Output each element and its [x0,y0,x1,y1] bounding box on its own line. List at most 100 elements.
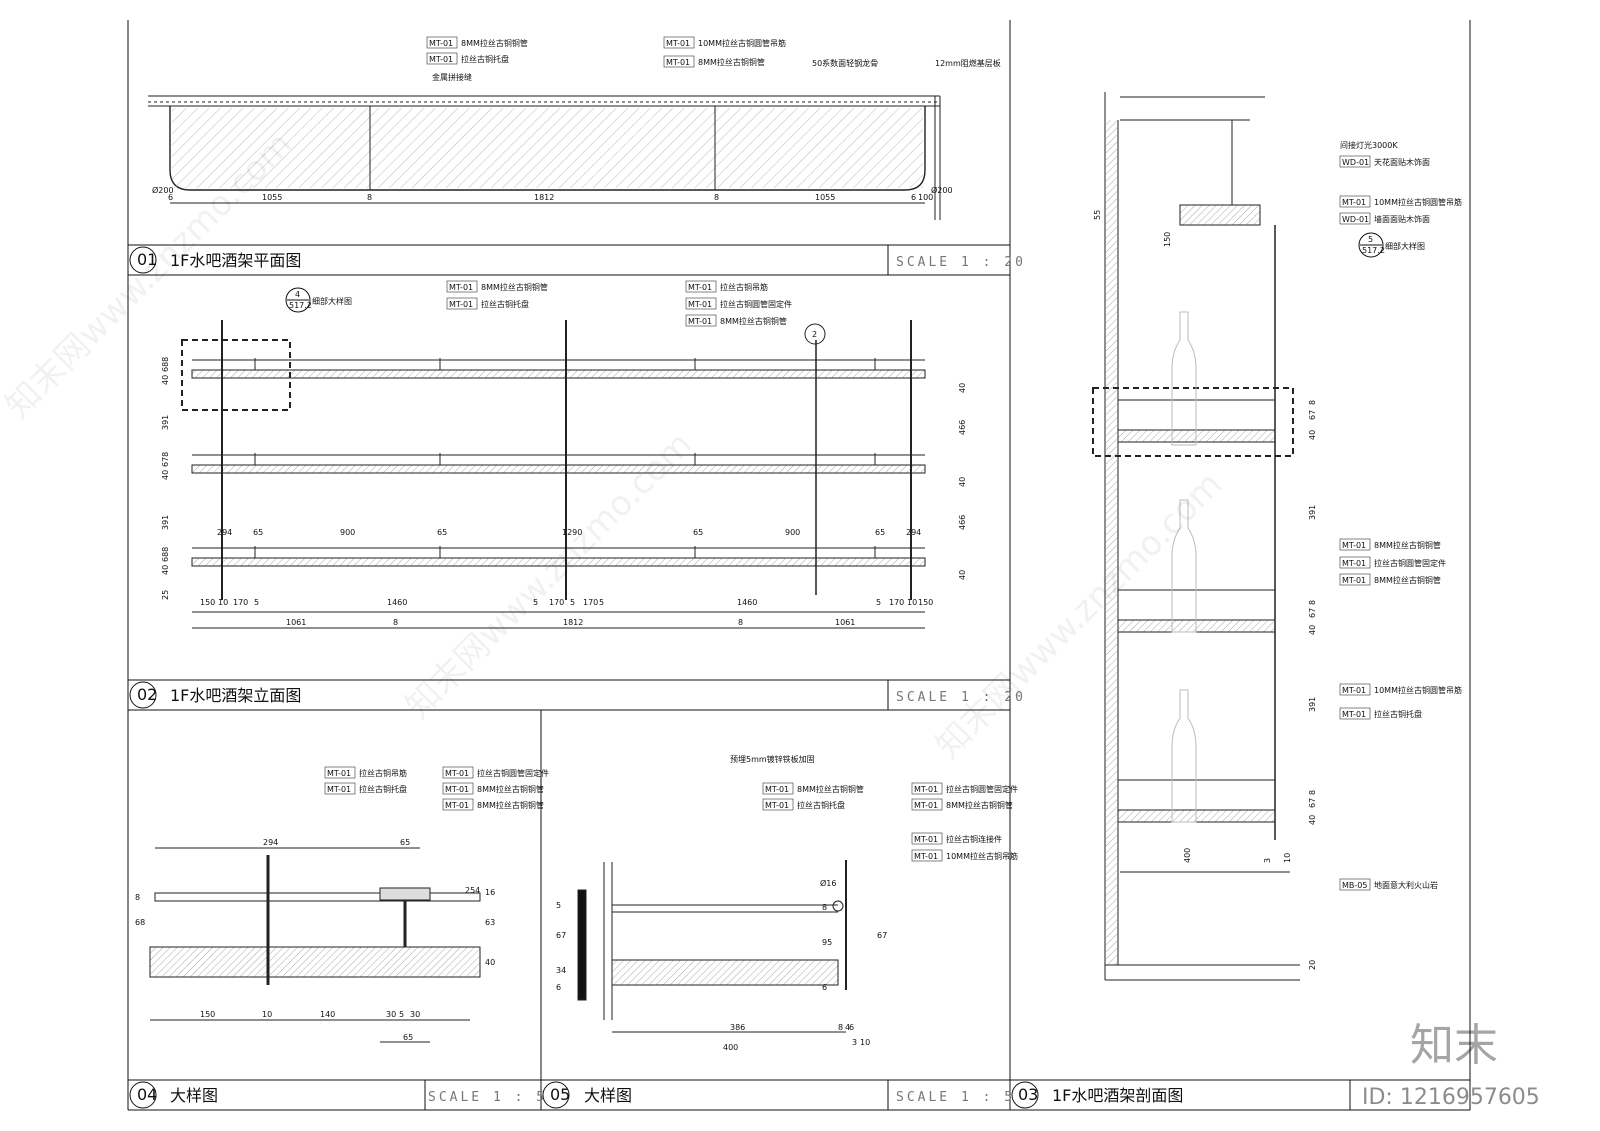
panel04-title: 大样图 [170,1086,218,1105]
elev-label: 拉丝古铜托盘 [481,299,529,309]
elev-label: 8MM拉丝古铜铜管 [720,316,787,326]
det05-code-box [762,782,794,795]
det04-dim: 65 [400,838,410,847]
elev-top-dim: 294 [217,528,232,537]
elev-bot-dim: 8 [393,618,398,627]
plan-dim: 8 [714,193,719,202]
elev-left-dim: 40 [161,470,170,480]
elev-mid-dim: 170 [233,598,248,607]
det05-label: 拉丝古铜连接件 [946,834,1002,844]
det05-code-box [911,849,943,862]
section-drawing [1092,92,1300,981]
det05-code: MT-01 [765,801,789,810]
detail-ref-4-text: 细部大样图 [312,296,352,306]
elev-mid-dim: 5 [570,598,575,607]
plan-label: 8MM拉丝古铜铜管 [698,57,765,67]
det05-dim: 67 [877,931,887,940]
section-dim: 8 [1308,600,1317,605]
panel05-num: 05 [550,1085,570,1104]
elev-label: 拉丝古铜圆管固定件 [720,299,792,309]
det05-code: MT-01 [765,785,789,794]
section-dim: 391 [1308,697,1317,712]
det05-label: 10MM拉丝古铜吊筋 [946,851,1018,861]
elevation-drawing [181,320,926,629]
elev-mid-dim: 150 [918,598,933,607]
det05-code-box [911,798,943,811]
elev-code-box [446,297,478,310]
elev-right-dim: 40 [958,383,967,393]
det04-label: 拉丝古铜吊筋 [359,768,407,778]
elev-mid-dim: 5 [533,598,538,607]
section-code: MT-01 [1342,541,1366,550]
det04-dim: 10 [262,1010,272,1019]
section-code-box [1339,155,1371,168]
section-code: MT-01 [1342,576,1366,585]
det05-label: 8MM拉丝古铜铜管 [797,784,864,794]
elev-left-dim: 25 [161,590,170,600]
det05-code-box [911,782,943,795]
panel03-num: 03 [1018,1085,1038,1104]
elev-mid-dim: 10 [907,598,917,607]
panel04-scale: SCALE 1 : 5 [428,1090,547,1105]
det04-label: 8MM拉丝古铜铜管 [477,800,544,810]
shelf-tray [191,557,926,567]
section-code: MT-01 [1342,686,1366,695]
elev-code: MT-01 [688,300,712,309]
elev-left-dim: 688 [161,357,170,372]
plan-code-box [426,52,458,65]
section-dim: 40 [1308,815,1317,825]
det04-code: MT-01 [327,785,351,794]
det05-dim: 34 [556,966,566,975]
det05-dim: 400 [723,1043,738,1052]
det05-label: 8MM拉丝古铜铜管 [946,800,1013,810]
plan-dim: 100 [918,193,933,202]
det05-dim: 386 [730,1023,745,1032]
plan-dim: 1055 [815,193,835,202]
elev-label: 拉丝古铜吊筋 [720,282,768,292]
section-code: MB-05 [1342,881,1367,890]
section-code: MT-01 [1342,198,1366,207]
section-code: MT-01 [1342,710,1366,719]
watermark-id: ID: 1216957605 [1362,1085,1540,1110]
det04-dim: 150 [200,1010,215,1019]
elev-code-box [446,280,478,293]
elev-mid-dim: 1460 [387,598,407,607]
elev-left-dim: 688 [161,547,170,562]
section-code-box [1339,538,1371,551]
section-label: 10MM拉丝古铜圆管吊筋 [1374,685,1462,695]
section-dim: 40 [1308,430,1317,440]
det04-code: MT-01 [327,769,351,778]
plan-code: MT-01 [429,55,453,64]
det04-dim: 30 [386,1010,396,1019]
panel04-num: 04 [137,1085,157,1104]
section-code-box [1339,573,1371,586]
section-dim: 55 [1093,210,1102,220]
panel02-scale: SCALE 1 : 20 [896,690,1026,705]
elev-code-box [685,297,717,310]
plan-label: 12mm阻燃基层板 [935,58,1001,68]
det05-code: MT-01 [914,835,938,844]
det04-code-box [442,782,474,795]
elev-code: MT-01 [688,283,712,292]
det04-code: MT-01 [445,785,469,794]
section-dim: 400 [1183,848,1192,863]
section-label: 天花面贴木饰面 [1374,157,1430,167]
watermark-brand: 知末 [1410,1020,1498,1071]
det04-dim: 63 [485,918,495,927]
elev-mid-dim: 1460 [737,598,757,607]
det04-dim: 254 [465,886,480,895]
elev-mid-dim: 10 [218,598,228,607]
elev-right-dim: 40 [958,570,967,580]
section-dim: 150 [1163,232,1172,247]
title-circles [129,246,1039,1109]
watermark-site-3: 知末网www.znzmo.com [928,464,1230,766]
det05-dim: 67 [556,931,566,940]
det05-dim: 95 [822,938,832,947]
elev-right-dim: 466 [958,420,967,435]
det04-dim: 65 [403,1033,413,1042]
plan-dim: 6 [911,193,916,202]
panel01-title: 1F水吧酒架平面图 [170,251,301,270]
section-dim: 8 [1308,400,1317,405]
